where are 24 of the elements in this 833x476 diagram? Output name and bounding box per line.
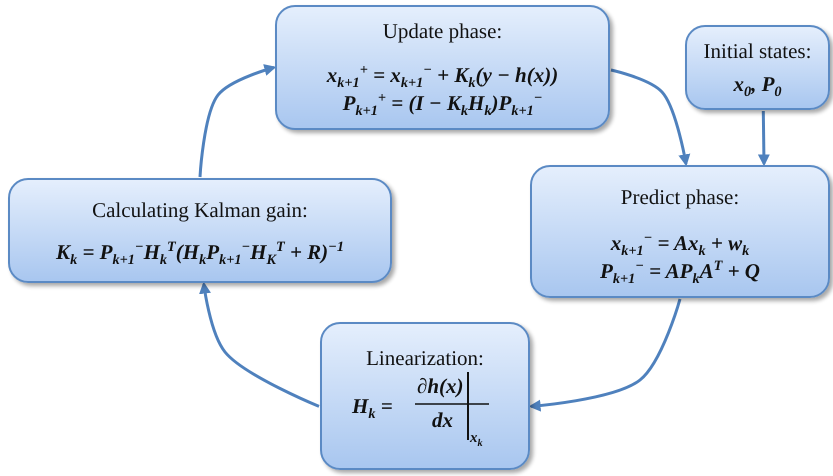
process-box xyxy=(530,165,830,298)
process-box xyxy=(275,5,610,130)
fraction-denominator: dx xyxy=(432,408,453,433)
formula: x$_{k+1}$$^{+}$ = x$_{k+1}$$^{−}$ + K$_{k}$(y − h(x)) xyxy=(326,63,558,92)
arrow xyxy=(610,68,690,166)
process-box xyxy=(320,322,530,470)
process-box xyxy=(685,25,830,110)
box-heading: Linearization: xyxy=(366,346,484,371)
box-heading: Initial states: xyxy=(704,39,812,64)
arrow xyxy=(528,298,682,412)
arrow xyxy=(758,110,770,166)
arrow xyxy=(198,64,276,178)
formula: P$_{k+1}$$^{−}$ = AP$_{k}$A$^{T}$ + Q xyxy=(600,259,760,288)
arrow xyxy=(199,282,320,408)
evaluation-subscript: x$_{k}$ xyxy=(470,430,483,449)
process-box xyxy=(8,178,392,283)
formula: x$_{0}$, P$_{0}$ xyxy=(733,73,782,100)
box-heading: Calculating Kalman gain: xyxy=(92,198,308,223)
box-heading: Predict phase: xyxy=(620,185,740,210)
box-heading: Update phase: xyxy=(382,19,502,44)
formula: K$_{k}$ = P$_{k+1}$$^{−}$H$_{k}$$^{T}$(H$_{k}$P$_{k+1}$$^{−}$H$_{K}$$^{T}$ + R)$^{−1}$ xyxy=(56,240,344,268)
formula-lhs: H$_{k}$ = xyxy=(352,394,393,424)
fraction-numerator: ∂h(x) xyxy=(417,374,464,399)
formula: x$_{k+1}$$^{−}$ = Ax$_{k}$ + w$_{k}$ xyxy=(610,231,750,260)
